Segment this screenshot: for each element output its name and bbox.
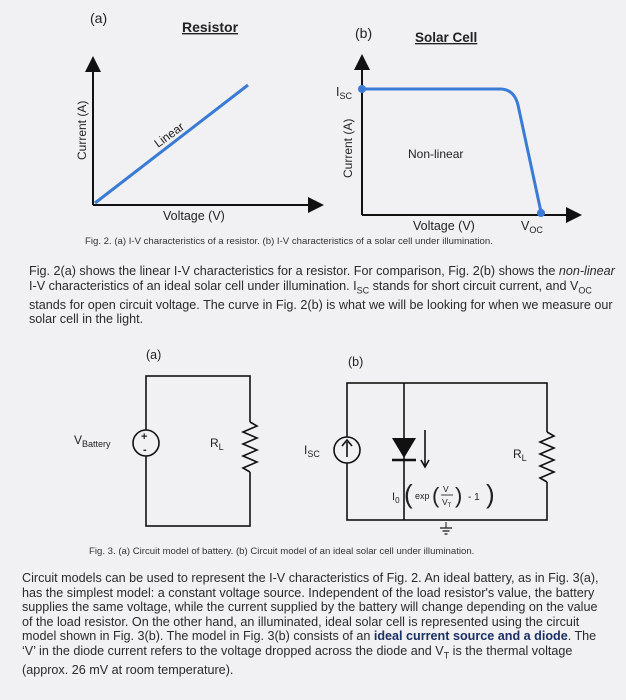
figure-3: (a) + - VBattery RL (b) ISC I0 ( exp ( V… — [0, 340, 626, 565]
fig3a-wires — [145, 375, 251, 527]
voc-point — [537, 209, 545, 217]
svg-text:- 1: - 1 — [468, 492, 480, 503]
paragraph-2: Circuit models can be used to represent … — [22, 571, 605, 677]
svg-text:): ) — [486, 479, 495, 509]
fig3b-load-resistor — [537, 431, 557, 483]
fig2a-linear-curve — [94, 83, 249, 205]
figure-3-graphics: (a) + - VBattery RL (b) ISC I0 ( exp ( V… — [74, 348, 557, 535]
isc-point — [358, 85, 366, 93]
fig2a-y-label: Current (A) — [75, 101, 89, 160]
p1-sub-sc: SC — [356, 285, 370, 296]
fig2-panel-b-label: (b) — [355, 25, 372, 41]
p1-text-c: stands for short circuit current, and V — [369, 278, 579, 293]
p1-italic-nonlinear: non-linear — [558, 264, 615, 278]
fig3b-isc-label: ISC — [304, 443, 320, 459]
fig2b-isc-label: ISC — [336, 85, 352, 101]
p2-text-b: . The ‘V’ in the diode current refers to… — [22, 629, 597, 658]
svg-text:I0: I0 — [392, 491, 400, 505]
vbattery-label: VBattery — [74, 433, 111, 449]
fig3-panel-b-label: (b) — [348, 355, 363, 369]
fig2-panel-b-title: Solar Cell — [415, 30, 477, 45]
p1-text-d: stands for open circuit voltage. The cur… — [29, 297, 613, 327]
p1-sub-oc: OC — [578, 285, 592, 296]
fig2b-y-label: Current (A) — [341, 119, 355, 178]
p2-text-a: Circuit models can be used to represent … — [22, 571, 599, 643]
paragraph-1: Fig. 2(a) shows the linear I-V character… — [29, 264, 619, 327]
diode-current-equation: I0 ( exp ( V VT ) - 1 ) — [392, 479, 495, 509]
fig2b-voc-label: VOC — [521, 219, 543, 235]
fig2b-curve-label: Non-linear — [408, 147, 463, 161]
figure-2-graphics: (a) Resistor Current (A) Linear Voltage … — [75, 10, 582, 235]
fig2-panel-a-title: Resistor — [182, 19, 239, 35]
p1-text-a: Fig. 2(a) shows the linear I-V character… — [29, 264, 559, 278]
svg-text:V: V — [443, 484, 449, 494]
fig3-caption: Fig. 3. (a) Circuit model of battery. (b… — [89, 546, 475, 557]
battery-minus: - — [143, 444, 147, 456]
fig2b-nonlinear-curve — [362, 87, 543, 213]
p2-text-c: is the thermal voltage (approx. 26 mV at… — [22, 643, 573, 677]
fig2a-x-label: Voltage (V) — [163, 209, 225, 223]
p2-sub-t: T — [443, 650, 450, 661]
svg-text:(: ( — [404, 479, 413, 509]
fig3a-load-resistor — [240, 421, 260, 473]
fig2b-x-label: Voltage (V) — [413, 219, 475, 233]
fig3a-rl-label: RL — [210, 436, 224, 452]
fig2-panel-a-label: (a) — [90, 10, 107, 26]
svg-text:): ) — [455, 483, 462, 508]
p2-bold-phrase: ideal current source and a diode — [373, 629, 568, 643]
svg-text:(: ( — [432, 483, 440, 508]
battery-plus: + — [141, 431, 147, 443]
fig3b-rl-label: RL — [513, 447, 527, 463]
p1-text-b: I-V characteristics of an ideal solar ce… — [29, 278, 357, 293]
figure-2: (a) Resistor Current (A) Linear Voltage … — [0, 0, 626, 255]
battery-source — [132, 429, 160, 457]
fig3-panel-a-label: (a) — [146, 348, 161, 362]
diode-symbol — [392, 438, 416, 458]
svg-text:VT: VT — [442, 497, 452, 509]
fig2-caption: Fig. 2. (a) I-V characteristics of a res… — [85, 236, 493, 247]
svg-text:exp: exp — [415, 491, 430, 501]
